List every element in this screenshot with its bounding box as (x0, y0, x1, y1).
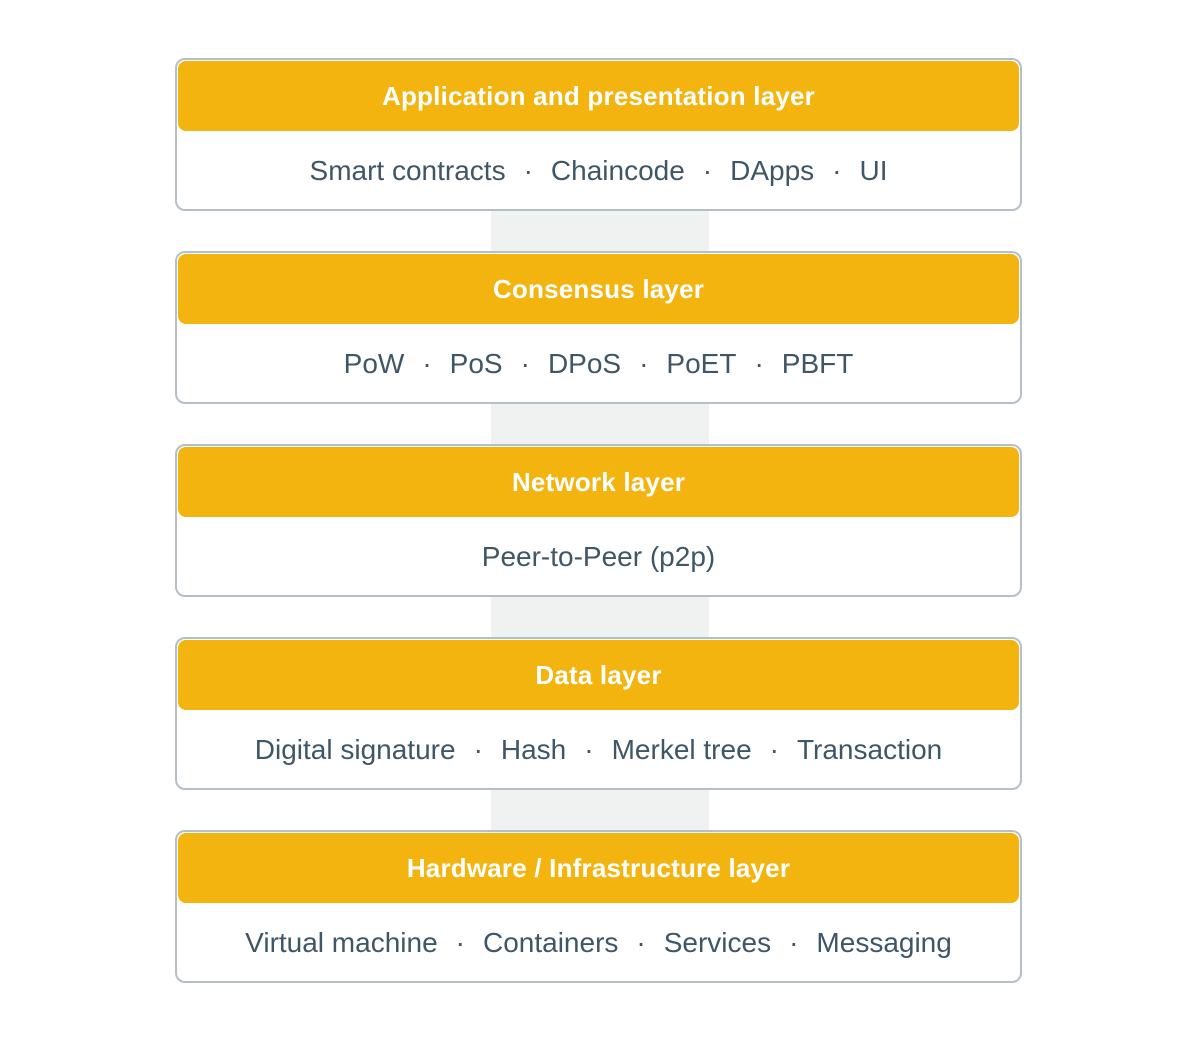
item-separator-dot: · (473, 733, 483, 765)
layer-header: Consensus layer (178, 254, 1019, 324)
layer-item: DPoS (547, 347, 622, 379)
item-separator-dot: · (584, 733, 594, 765)
item-separator-dot: · (832, 154, 842, 186)
layer-item: Virtual machine (245, 926, 438, 958)
layer-item: Smart contracts (309, 154, 506, 186)
layer-box: Data layer Digital signature · Hash · Merkel… (175, 637, 1022, 790)
layer-item: Chaincode (550, 154, 685, 186)
layer-stack: Application and presentation layer Smart… (175, 58, 1022, 983)
layer-item: Hash (500, 733, 567, 765)
layer-item: DApps (730, 154, 815, 186)
layer-item: UI (859, 154, 888, 186)
item-separator-dot: · (769, 733, 779, 765)
layer-items: Peer-to-Peer (p2p) (177, 518, 1020, 595)
item-separator-dot: · (789, 926, 799, 958)
layer-items: Virtual machine · Containers · Services · Mess… (177, 904, 1020, 981)
layer-item: Merkel tree (611, 733, 752, 765)
item-separator-dot: · (636, 926, 646, 958)
item-separator-dot: · (639, 347, 649, 379)
layer-header: Network layer (178, 447, 1019, 517)
layer-items: Smart contracts · Chaincode · DApps · UI (177, 132, 1020, 209)
layer-items: PoW · PoS · DPoS · PoET · PBFT (177, 325, 1020, 402)
layer-box: Network layer Peer-to-Peer (p2p) (175, 444, 1022, 597)
layer-title: Consensus layer (492, 273, 705, 304)
layer-title: Hardware / Infrastructure layer (406, 852, 791, 883)
layer-item: PoW (343, 347, 405, 379)
layer-box: Hardware / Infrastructure layer Virtual … (175, 830, 1022, 983)
item-separator-dot: · (523, 154, 533, 186)
layer-item: PoET (666, 347, 737, 379)
layer-item: Services (663, 926, 772, 958)
layer-item: Digital signature (254, 733, 456, 765)
layer-box: Consensus layer PoW · PoS · DPoS · PoET · PBFT (175, 251, 1022, 404)
layer-title: Application and presentation layer (382, 80, 815, 111)
layer-item: Containers (482, 926, 619, 958)
layer-header: Application and presentation layer (178, 61, 1019, 131)
layer-items: Digital signature · Hash · Merkel tree · Trans… (177, 711, 1020, 788)
layer-item: Peer-to-Peer (p2p) (481, 540, 716, 572)
layer-header: Hardware / Infrastructure layer (178, 833, 1019, 903)
layer-item: PoS (449, 347, 503, 379)
item-separator-dot: · (520, 347, 530, 379)
layer-title: Network layer (511, 466, 686, 497)
item-separator-dot: · (455, 926, 465, 958)
item-separator-dot: · (422, 347, 432, 379)
item-separator-dot: · (754, 347, 764, 379)
item-separator-dot: · (702, 154, 713, 186)
layer-item: Messaging (816, 926, 952, 958)
layer-item: Transaction (796, 733, 943, 765)
layer-item: PBFT (781, 347, 854, 379)
layer-title: Data layer (535, 659, 662, 690)
layer-header: Data layer (178, 640, 1019, 710)
layer-box: Application and presentation layer Smart… (175, 58, 1022, 211)
